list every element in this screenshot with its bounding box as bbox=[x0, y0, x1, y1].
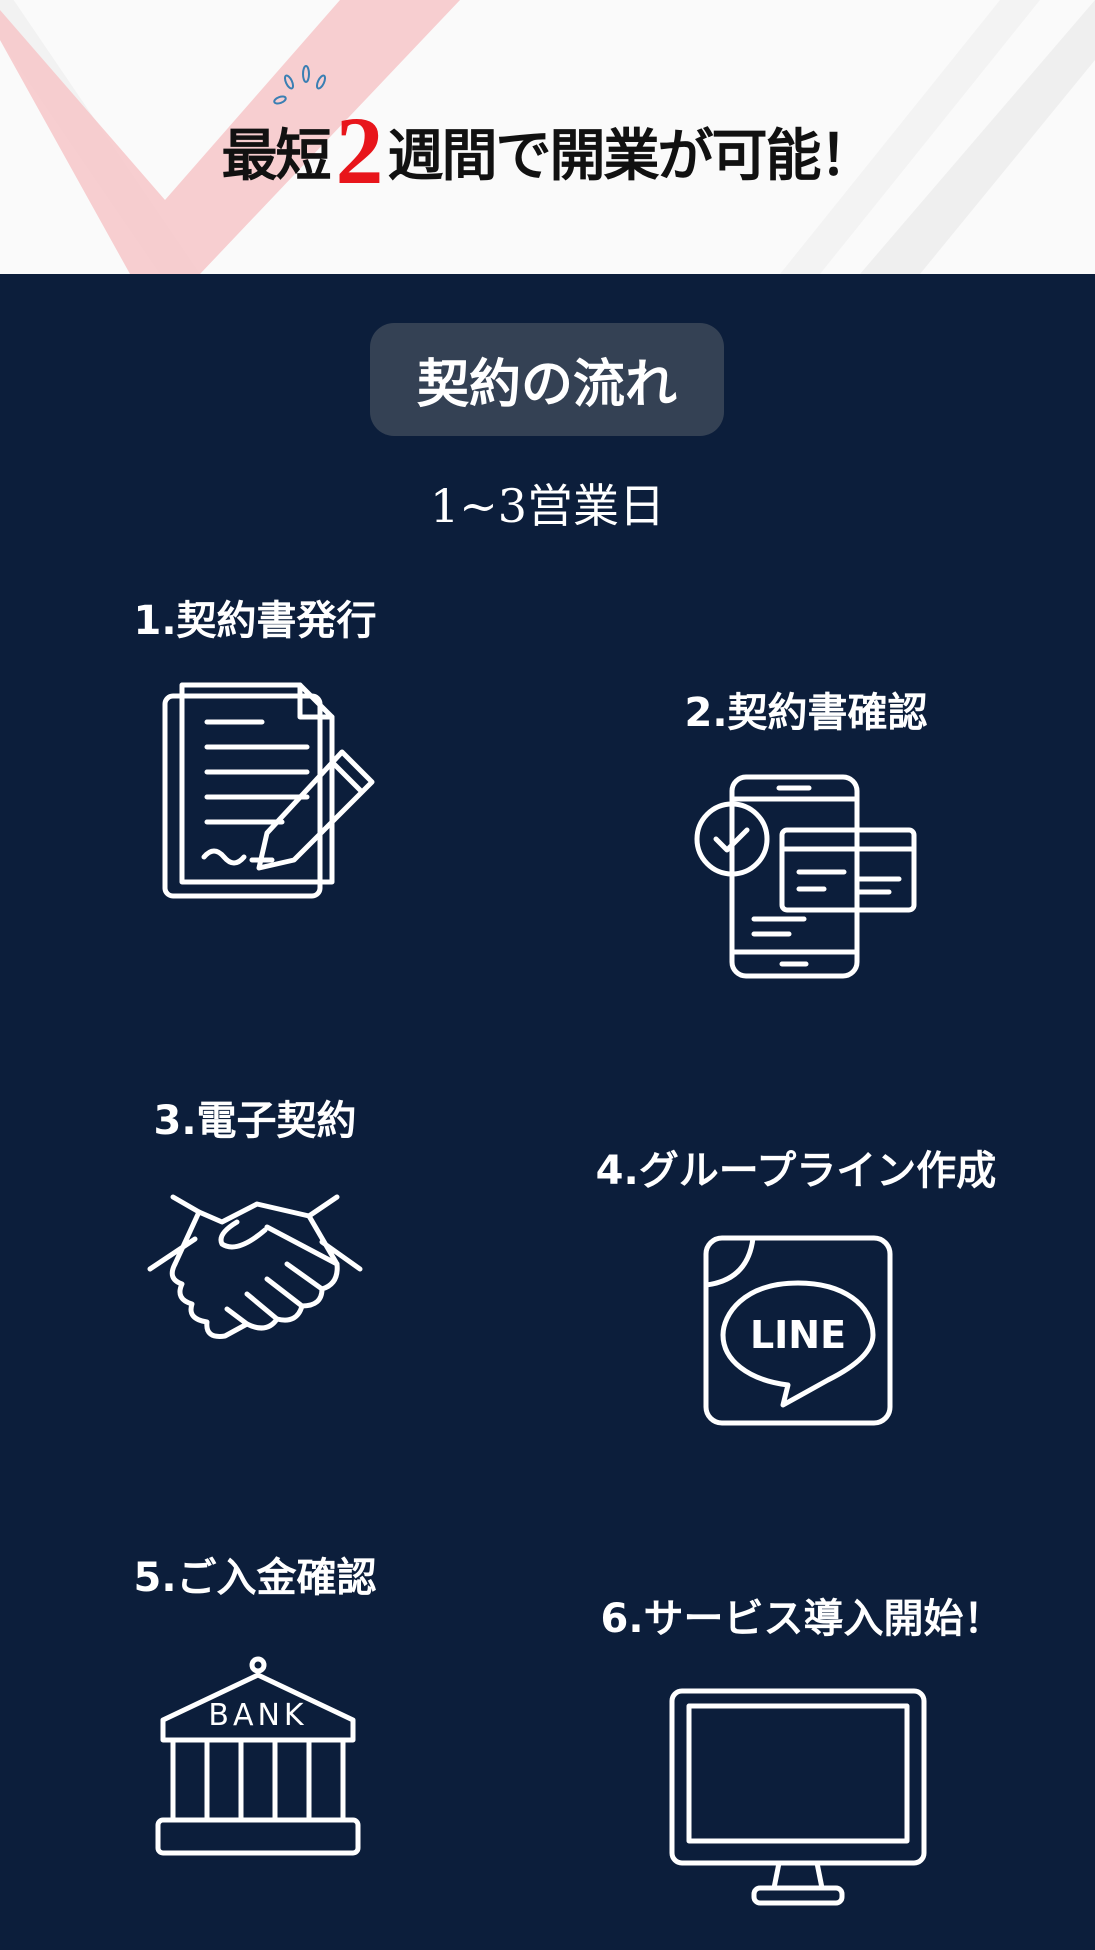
handshake-icon bbox=[147, 1194, 363, 1344]
bank-icon-text: BANK bbox=[208, 1698, 307, 1733]
step-6-label: 6.サービス導入開始！ bbox=[600, 1596, 1004, 1642]
bank-icon: BANK bbox=[155, 1655, 361, 1856]
step-2-label: 2.契約書確認 bbox=[684, 690, 928, 736]
section-title: 契約の流れ bbox=[370, 323, 724, 436]
background-chevron-decoration bbox=[0, 0, 1095, 274]
monitor-icon bbox=[669, 1688, 927, 1906]
step-3-label: 3.電子契約 bbox=[153, 1098, 357, 1144]
headline-number: 2 bbox=[335, 97, 384, 204]
step-5-label: 5.ご入金確認 bbox=[133, 1555, 377, 1601]
contract-signing-icon bbox=[162, 682, 383, 902]
step-1-label: 1.契約書発行 bbox=[133, 598, 377, 644]
line-icon-text: LINE bbox=[750, 1313, 846, 1357]
duration-text: 1~3営業日 bbox=[429, 479, 666, 533]
headline-suffix: 週間で開業が可能！ bbox=[387, 123, 876, 189]
headline-prefix: 最短 bbox=[221, 123, 332, 189]
line-app-icon: LINE bbox=[703, 1235, 893, 1426]
step-4-label: 4.グループライン作成 bbox=[595, 1148, 997, 1194]
phone-document-check-icon bbox=[694, 774, 917, 979]
emphasis-spark-icon bbox=[273, 65, 327, 105]
